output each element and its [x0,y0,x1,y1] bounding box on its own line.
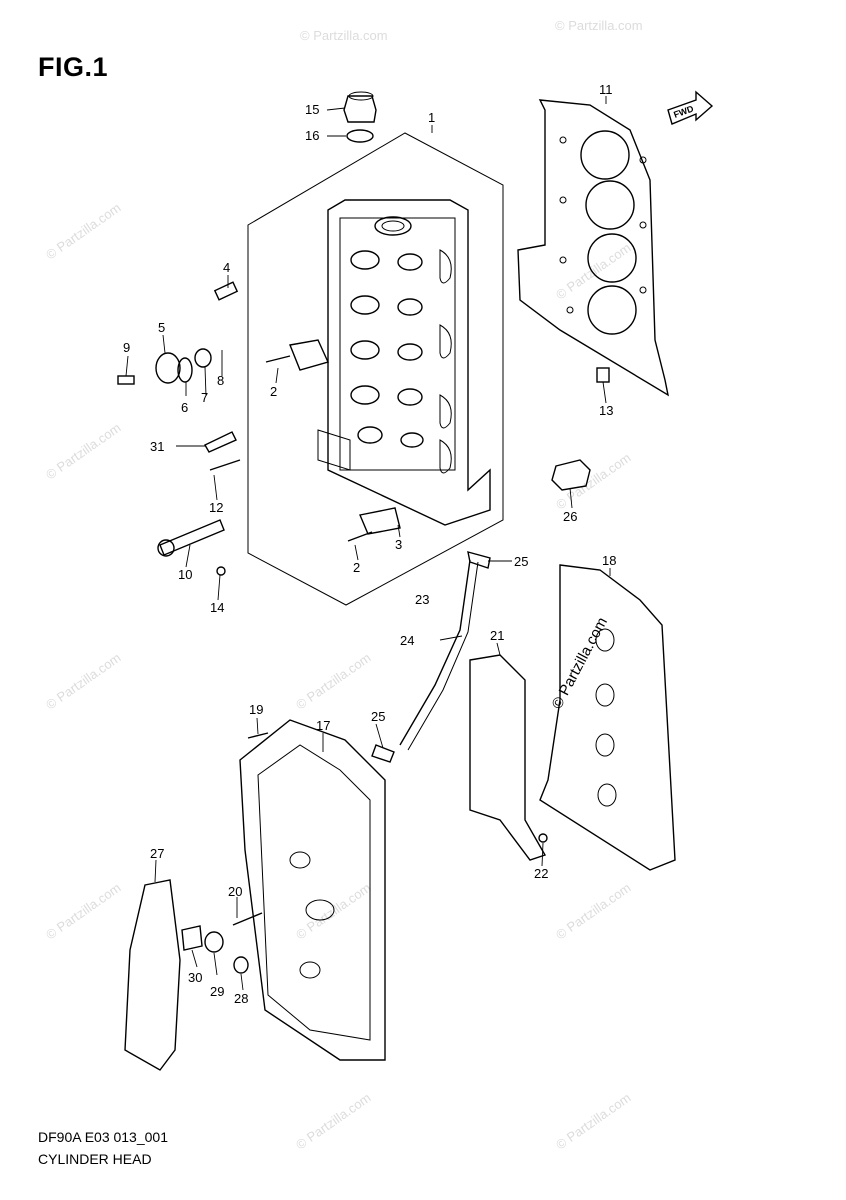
cylinder-head-assembly-outline [247,132,504,606]
dowel-pin [213,281,239,301]
watermark: © Partzilla.com [300,28,388,43]
bolt-short [209,459,241,471]
cap-26 [551,459,591,491]
callout-label: 21 [490,628,504,643]
callout-label: 26 [563,509,577,524]
figure-title: FIG.1 [38,52,109,82]
callout-label: 16 [305,128,319,143]
small-plug [216,566,226,576]
callout-label: 2 [270,384,277,399]
bolt-lower [347,531,373,542]
cylinder-head [317,199,491,526]
hose-clamp [371,744,395,763]
collar [233,956,249,974]
watermark: © Partzilla.com [555,18,643,33]
callout-label: 10 [178,567,192,582]
callout-label: 31 [150,439,164,454]
callout-label: 3 [395,537,402,552]
watermark: © Partzilla.com [43,200,123,263]
watermark-layer: © Partzilla.com © Partzilla.com © Partzi… [43,18,642,1152]
cover-gasket [539,564,676,871]
sensor [204,431,237,453]
callout-label: 25 [514,554,528,569]
callout-label: 20 [228,884,242,899]
callout-label: 11 [599,82,613,97]
watermark: © Partzilla.com [293,650,373,713]
cover-bolt [247,732,269,739]
callout-label: 4 [223,260,230,275]
side-cover [124,879,181,1071]
callout-label: 18 [602,553,616,568]
watermark: © Partzilla.com [43,880,123,943]
bolt-head [157,539,175,557]
watermark: © Partzilla.com [553,450,633,513]
long-bolt [159,519,225,556]
o-ring [346,129,374,143]
cylinder-head-cover [239,719,386,1061]
baffle-plate [469,654,547,861]
dowel-13 [596,367,610,383]
figure-name: CYLINDER HEAD [38,1151,152,1167]
bracket-lower [359,507,401,535]
callout-label: 9 [123,340,130,355]
watermark: © Partzilla.com [43,650,123,713]
breather-hose [399,559,471,746]
hose-clamp [467,551,491,569]
head-gasket [517,99,669,397]
callout-label: 29 [210,984,224,999]
watermark: © Partzilla.com [293,1090,373,1153]
grommet [204,931,224,953]
callout-label: 24 [400,633,414,648]
callout-label: 15 [305,102,319,117]
o-ring-small [177,357,193,383]
leader-lines [125,96,611,991]
oil-filler-cap [343,91,377,123]
fwd-label: FWD [672,103,695,120]
stud-bolt [232,912,263,926]
housing-part [155,352,181,384]
bracket [289,339,329,371]
callout-label: 27 [150,846,164,861]
callout-label: 5 [158,320,165,335]
callout-label: 17 [316,718,330,733]
watermark: © Partzilla.com [553,880,633,943]
callout-label: 23 [415,592,429,607]
fwd-arrow-badge: FWD [667,90,714,125]
plug [194,348,212,368]
watermark: © Partzilla.com [43,420,123,483]
callout-label: 30 [188,970,202,985]
bolt [117,375,135,385]
bolt-upper [265,355,291,363]
callout-label: 25 [371,709,385,724]
callout-label: 8 [217,373,224,388]
watermark: © Partzilla.com [553,1090,633,1153]
callout-label: 19 [249,702,263,717]
watermark: © Partzilla.com [293,880,373,943]
callout-label: 22 [534,866,548,881]
callout-label: 1 [428,110,435,125]
callout-label: 7 [201,390,208,405]
callout-label: 12 [209,500,223,515]
figure-code: DF90A E03 013_001 [38,1129,168,1145]
callout-label: 2 [353,560,360,575]
callout-label: 13 [599,403,613,418]
callout-label: 14 [210,600,224,615]
small-bolt [538,833,548,843]
callout-labels: 1 2 2 3 4 5 6 7 8 9 10 11 12 13 14 15 16… [123,82,616,1006]
watermark: © Partzilla.com [553,240,633,303]
washer [181,925,203,951]
callout-label: 6 [181,400,188,415]
callout-label: 28 [234,991,248,1006]
